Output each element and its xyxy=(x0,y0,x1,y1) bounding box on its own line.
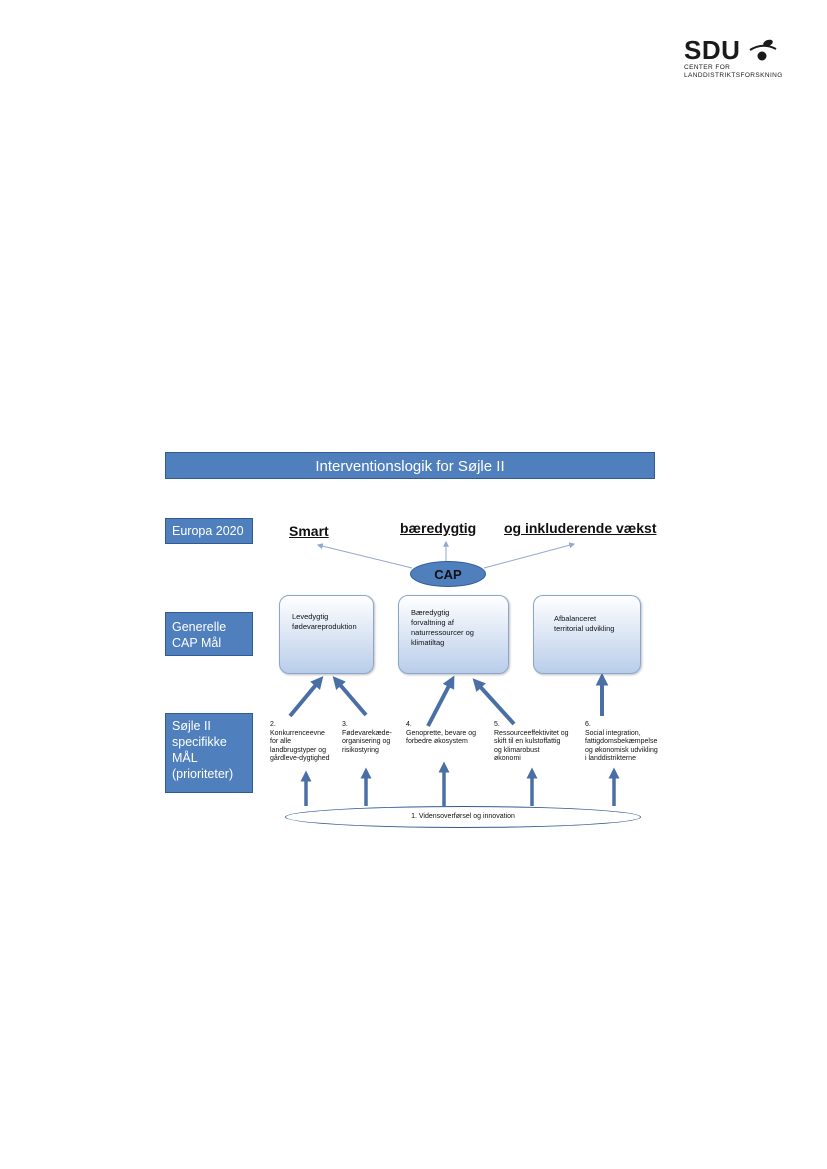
base-knowledge-transfer: 1. Vidensoverførsel og innovation xyxy=(285,806,641,828)
priority-2-line: landbrugstyper og xyxy=(270,746,327,754)
priority-4-line: 4. xyxy=(406,721,412,728)
priority-6-line: i landdistrikterne xyxy=(585,755,636,762)
row-label-generelle-line1: Generelle xyxy=(172,620,227,634)
europa-word-inkluderende: og inkluderende vækst xyxy=(504,520,657,536)
logo-subtitle-line1: CENTER FOR xyxy=(684,64,731,71)
goal-1-line1: Levedygtig xyxy=(292,612,329,621)
priority-6-line: og økonomisk udvikling xyxy=(585,746,658,754)
arrow-cap-inkluderende xyxy=(483,542,576,569)
row-label-sojle-line2: specifikke xyxy=(172,735,227,749)
arrow-p4-goal2 xyxy=(426,675,455,727)
goal-box-3: Afbalanceret territorial udvikling xyxy=(533,595,641,674)
goal-2-line3: naturressourcer og xyxy=(411,628,474,637)
logo-subtitle-line2: LANDDISTRIKTSFORSKNING xyxy=(684,72,783,79)
priority-5-line: 5. xyxy=(494,721,500,728)
priority-3-line: 3. xyxy=(342,721,348,728)
priority-4: 4. Genoprette, bevare og forbedre økosys… xyxy=(406,721,476,747)
row-label-generelle: Generelle CAP Mål xyxy=(165,612,253,656)
priority-5-line: Ressourceeffektivitet og xyxy=(494,729,569,737)
row-label-europa: Europa 2020 xyxy=(165,518,253,544)
goal-2-line2: forvaltning af xyxy=(411,618,454,627)
priority-2-line: 2. xyxy=(270,721,276,728)
goal-2-line1: Bæredygtig xyxy=(411,608,450,617)
priority-5-line: skift til en kulstoffattig xyxy=(494,738,561,745)
row-label-sojle-line4: (prioriteter) xyxy=(172,767,234,781)
priority-6-line: 6. xyxy=(585,721,591,728)
arrow-p5-goal2 xyxy=(472,678,516,726)
row-label-sojle: Søjle II specifikke MÅL (prioriteter) xyxy=(165,713,253,793)
priority-5-line: økonomi xyxy=(494,755,521,762)
sdu-logo: SDU CENTER FOR LANDDISTRIKTSFORSKNING xyxy=(684,36,794,80)
row-label-sojle-line1: Søjle II xyxy=(172,719,211,733)
priority-6-line: Social integration, xyxy=(585,729,641,737)
priority-2-line: for alle xyxy=(270,738,292,745)
priority-4-line: Genoprette, bevare og xyxy=(406,729,477,737)
row-label-europa-text: Europa 2020 xyxy=(172,524,244,538)
priority-3-line: Fødevarekæde- xyxy=(342,729,392,737)
arrow-p2-goal1 xyxy=(288,676,324,718)
goal-1-line2: fødevareproduktion xyxy=(292,622,357,631)
row-label-generelle-line2: CAP Mål xyxy=(172,636,222,650)
priority-3-line: organisering og xyxy=(342,738,391,745)
priority-6-line: fattigdomsbekæmpelse xyxy=(585,738,658,745)
diagram-title: Interventionslogik for Søjle II xyxy=(165,452,655,479)
europa-word-baeredygtig: bæredygtig xyxy=(400,520,477,536)
olive-branch-icon xyxy=(749,39,777,61)
logo-wordmark: SDU xyxy=(684,35,741,65)
cap-node: CAP xyxy=(410,561,486,587)
priority-4-line: forbedre økosystem xyxy=(406,738,468,745)
goal-2-line4: klimatiltag xyxy=(411,638,445,647)
goal-box-2: Bæredygtig forvaltning af naturressource… xyxy=(398,595,509,674)
priority-2-line: gårdleve-dygtighed xyxy=(270,755,330,762)
goal-box-1: Levedygtig fødevareproduktion xyxy=(279,595,374,674)
priority-3-line: risikostyring xyxy=(342,746,379,754)
priority-2-line: Konkurrenceevne xyxy=(270,729,325,737)
priority-3: 3. Fødevarekæde- organisering og risikos… xyxy=(342,721,392,755)
goal-3-line2: territorial udvikling xyxy=(554,624,615,633)
goal-3-line1: Afbalanceret xyxy=(554,614,597,623)
europa-word-smart: Smart xyxy=(289,523,329,539)
arrow-cap-smart xyxy=(316,543,413,569)
priority-5-line: og klimarobust xyxy=(494,746,540,754)
priority-6: 6. Social integration, fattigdomsbekæmpe… xyxy=(585,721,658,764)
row-label-sojle-line3: MÅL xyxy=(172,751,198,765)
priority-2: 2. Konkurrenceevne for alle landbrugstyp… xyxy=(270,721,330,764)
arrow-p3-goal1 xyxy=(332,676,368,717)
priority-5: 5. Ressourceeffektivitet og skift til en… xyxy=(494,721,569,764)
